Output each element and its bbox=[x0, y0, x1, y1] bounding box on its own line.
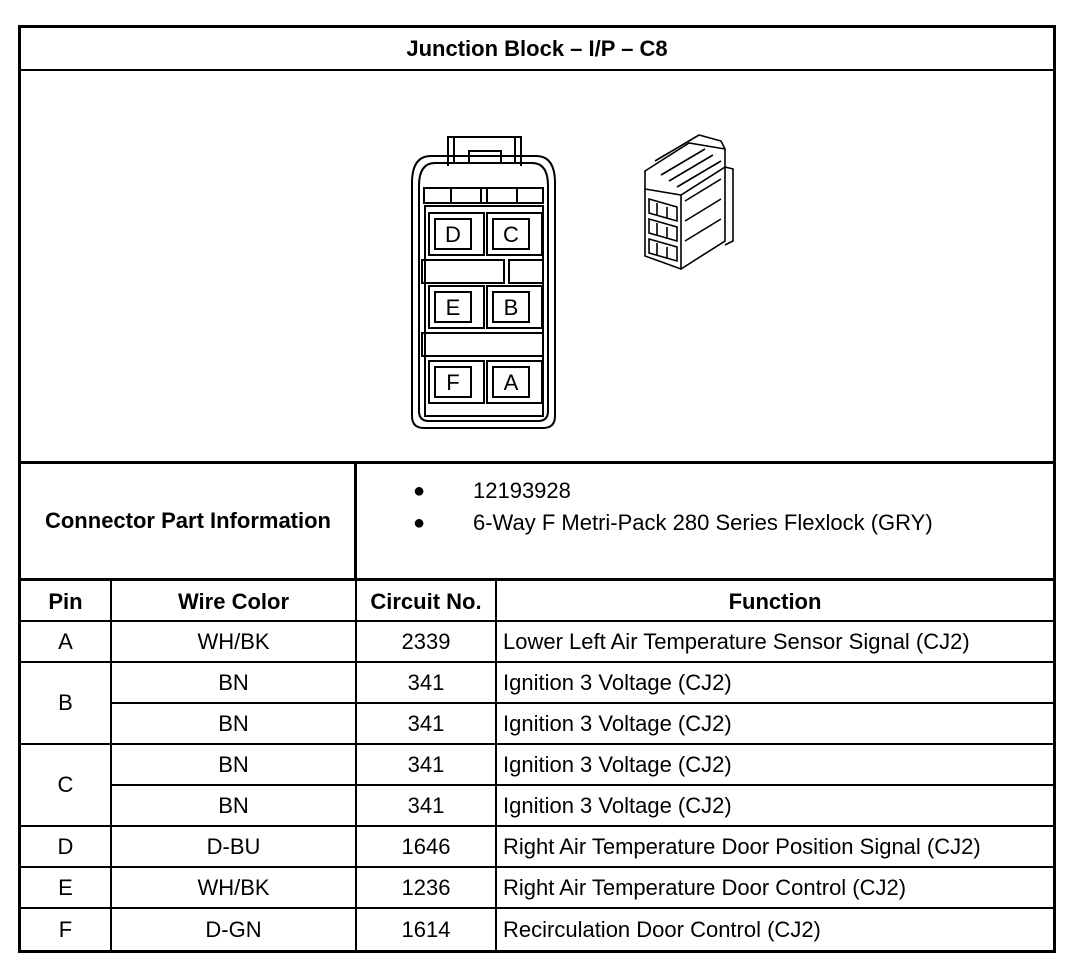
column-header-function: Function bbox=[728, 588, 822, 614]
wire-color-cell: WH/BK bbox=[197, 874, 270, 900]
wire-color-cell: BN bbox=[218, 792, 249, 818]
connector-drawing-area: D C E B F A bbox=[21, 71, 1053, 461]
connector-isometric-icon bbox=[644, 134, 734, 271]
wire-color-cell: BN bbox=[218, 751, 249, 777]
pin-label-e: E bbox=[446, 295, 461, 320]
pin-cell: B bbox=[58, 690, 73, 715]
connector-part-info-list: ● 12193928 ● 6-Way F Metri-Pack 280 Seri… bbox=[357, 464, 1053, 578]
circuit-cell: 1236 bbox=[401, 874, 451, 900]
pin-label-b: B bbox=[504, 295, 519, 320]
circuit-cell: 341 bbox=[407, 710, 445, 736]
pin-label-a: A bbox=[504, 370, 519, 395]
circuit-cell: 341 bbox=[407, 792, 445, 818]
function-cell: Lower Left Air Temperature Sensor Signal… bbox=[503, 628, 970, 654]
wire-color-cell: BN bbox=[218, 710, 249, 736]
wire-color-cell: D-BU bbox=[206, 833, 261, 859]
function-cell: Ignition 3 Voltage (CJ2) bbox=[503, 669, 732, 695]
circuit-cell: 341 bbox=[407, 751, 445, 777]
pin-label-f: F bbox=[446, 370, 459, 395]
function-cell: Ignition 3 Voltage (CJ2) bbox=[503, 792, 732, 818]
circuit-cell: 341 bbox=[407, 669, 445, 695]
pin-cell: A bbox=[58, 628, 73, 654]
part-description: 6-Way F Metri-Pack 280 Series Flexlock (… bbox=[473, 510, 933, 535]
circuit-cell: 2339 bbox=[401, 628, 451, 654]
pin-label-c: C bbox=[503, 222, 519, 247]
pin-cell: C bbox=[57, 772, 74, 797]
part-number: 12193928 bbox=[473, 478, 571, 503]
connector-face-icon: D C E B F A bbox=[411, 134, 734, 429]
pin-cell: F bbox=[58, 916, 73, 942]
column-header-wire-color: Wire Color bbox=[177, 588, 290, 614]
column-header-circuit: Circuit No. bbox=[370, 588, 482, 614]
pin-cell: D bbox=[57, 833, 74, 859]
column-header-pin: Pin bbox=[48, 588, 83, 614]
function-cell: Recirculation Door Control (CJ2) bbox=[503, 916, 821, 942]
page-title: Junction Block – I/P – C8 bbox=[406, 36, 668, 61]
function-cell: Ignition 3 Voltage (CJ2) bbox=[503, 710, 732, 736]
pin-cell: E bbox=[58, 874, 73, 900]
function-cell: Right Air Temperature Door Control (CJ2) bbox=[503, 874, 907, 900]
pin-label-d: D bbox=[445, 222, 461, 247]
list-item: ● 6-Way F Metri-Pack 280 Series Flexlock… bbox=[413, 510, 933, 535]
function-cell: Ignition 3 Voltage (CJ2) bbox=[503, 751, 732, 777]
wire-color-cell: WH/BK bbox=[197, 628, 270, 654]
wire-color-cell: BN bbox=[218, 669, 249, 695]
pinout-sheet: Junction Block – I/P – C8 bbox=[18, 25, 1056, 953]
function-cell: Right Air Temperature Door Position Sign… bbox=[503, 833, 981, 859]
connector-part-info-label: Connector Part Information bbox=[44, 508, 331, 533]
circuit-cell: 1614 bbox=[401, 916, 451, 942]
list-item: ● 12193928 bbox=[413, 478, 571, 503]
wire-color-cell: D-GN bbox=[205, 916, 262, 942]
circuit-cell: 1646 bbox=[401, 833, 451, 859]
